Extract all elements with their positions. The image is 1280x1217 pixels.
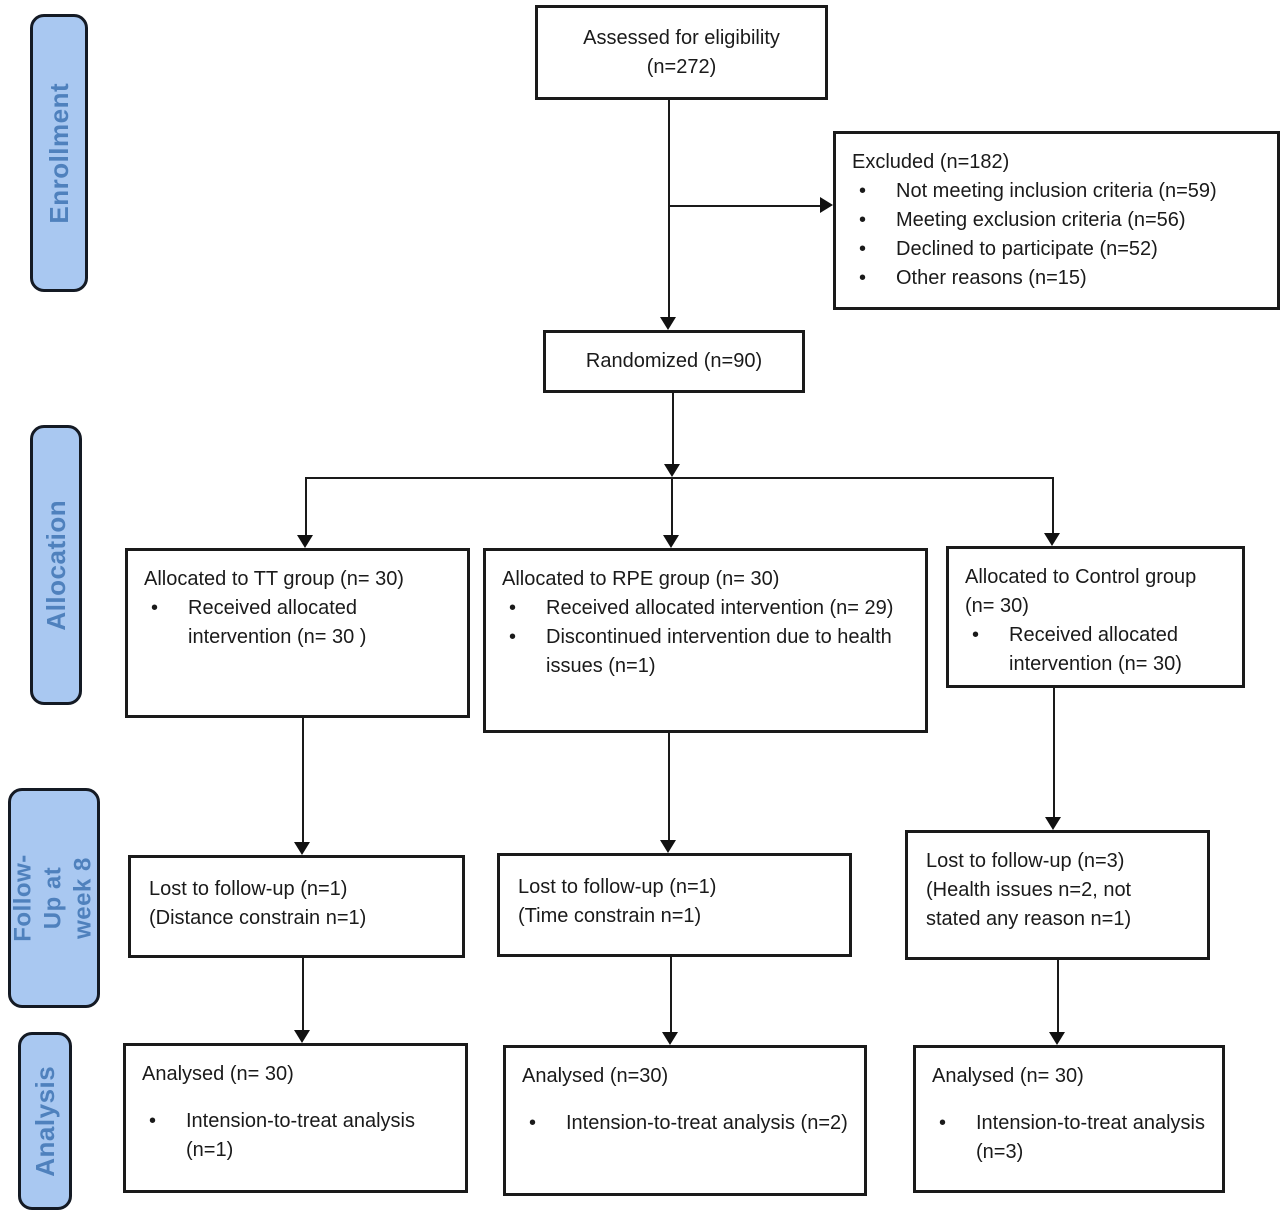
box-analysed-rpe: Analysed (n=30) • Intension-to-treat ana… bbox=[503, 1045, 867, 1196]
connector-assessed-to-randomized bbox=[668, 100, 670, 320]
split-bar bbox=[305, 477, 1053, 479]
connector-tt-to-lost bbox=[302, 718, 304, 842]
arrowhead-to-lost-tt bbox=[294, 842, 310, 855]
connector-rpe-to-lost bbox=[668, 733, 670, 840]
analysed-rpe-title: Analysed (n=30) bbox=[522, 1065, 669, 1087]
arrowhead-to-allocated-rpe bbox=[663, 535, 679, 548]
connector-randomized-to-split bbox=[672, 393, 674, 465]
connector-split-to-tt bbox=[305, 477, 307, 535]
stage-label-enrollment-text: Enrollment bbox=[43, 82, 74, 224]
arrowhead-to-excluded bbox=[820, 197, 833, 213]
analysed-tt-bullet-1: • Intension-to-treat analysis (n=1) bbox=[142, 1107, 449, 1165]
arrowhead-to-analysed-tt bbox=[294, 1030, 310, 1043]
arrowhead-to-lost-control bbox=[1045, 817, 1061, 830]
stage-label-allocation-text: Allocation bbox=[40, 499, 71, 631]
lost-rpe-line2: (Time constrain n=1) bbox=[518, 905, 702, 927]
stage-label-analysis-text: Analysis bbox=[29, 1065, 60, 1177]
lost-tt-line2: (Distance constrain n=1) bbox=[149, 907, 367, 929]
arrowhead-to-lost-rpe bbox=[660, 840, 676, 853]
box-randomized: Randomized (n=90) bbox=[543, 330, 805, 393]
excluded-bullet-2-text: Meeting exclusion criteria (n=56) bbox=[896, 209, 1186, 231]
lost-control-line2: (Health issues n=2, not stated any reaso… bbox=[926, 879, 1132, 930]
box-analysed-tt: Analysed (n= 30) • Intension-to-treat an… bbox=[123, 1043, 468, 1193]
allocated-tt-bullet-1-text: Received allocated intervention (n= 30 ) bbox=[188, 597, 367, 648]
randomized-text: Randomized (n=90) bbox=[585, 350, 763, 372]
arrowhead-to-allocated-tt bbox=[297, 535, 313, 548]
box-lost-rpe: Lost to follow-up (n=1) (Time constrain … bbox=[497, 853, 852, 957]
allocated-rpe-bullet-2: • Discontinued intervention due to healt… bbox=[502, 623, 909, 681]
box-lost-tt: Lost to follow-up (n=1) (Distance constr… bbox=[128, 855, 465, 958]
allocated-control-title: Allocated to Control group (n= 30) bbox=[965, 566, 1197, 617]
connector-lost-control-to-analysed bbox=[1057, 960, 1059, 1032]
bullet-marker: • bbox=[972, 624, 980, 646]
lost-tt-line1: Lost to follow-up (n=1) bbox=[149, 878, 348, 900]
excluded-bullet-3-text: Declined to participate (n=52) bbox=[896, 238, 1158, 260]
bullet-marker: • bbox=[509, 597, 517, 619]
allocated-rpe-title: Allocated to RPE group (n= 30) bbox=[502, 568, 780, 590]
analysed-control-title: Analysed (n= 30) bbox=[932, 1065, 1084, 1087]
analysed-control-bullet-1-text: Intension-to-treat analysis (n=3) bbox=[976, 1112, 1206, 1163]
arrowhead-to-analysed-rpe bbox=[662, 1032, 678, 1045]
lost-rpe-line1: Lost to follow-up (n=1) bbox=[518, 876, 717, 898]
stage-label-followup-text: Follow-Up at week 8 bbox=[10, 854, 98, 942]
excluded-bullet-2: • Meeting exclusion criteria (n=56) bbox=[852, 206, 1261, 235]
stage-label-allocation: Allocation bbox=[30, 425, 82, 705]
excluded-bullet-1: • Not meeting inclusion criteria (n=59) bbox=[852, 177, 1261, 206]
assessed-line1: Assessed for eligibility bbox=[583, 26, 780, 49]
box-allocated-rpe: Allocated to RPE group (n= 30) • Receive… bbox=[483, 548, 928, 733]
allocated-rpe-bullet-1-text: Received allocated intervention (n= 29) bbox=[546, 597, 894, 619]
arrowhead-to-allocated-control bbox=[1044, 533, 1060, 546]
excluded-bullet-1-text: Not meeting inclusion criteria (n=59) bbox=[896, 180, 1217, 202]
box-lost-control: Lost to follow-up (n=3) (Health issues n… bbox=[905, 830, 1210, 960]
excluded-bullet-3: • Declined to participate (n=52) bbox=[852, 235, 1261, 264]
excluded-title: Excluded (n=182) bbox=[852, 151, 1010, 173]
analysed-control-bullet-1: • Intension-to-treat analysis (n=3) bbox=[932, 1109, 1206, 1167]
allocated-control-bullet-1: • Received allocated intervention (n= 30… bbox=[965, 621, 1226, 679]
bullet-marker: • bbox=[529, 1112, 537, 1134]
analysed-rpe-bullet-1: • Intension-to-treat analysis (n=2) bbox=[522, 1109, 848, 1138]
connector-control-to-lost bbox=[1053, 688, 1055, 817]
analysed-tt-title: Analysed (n= 30) bbox=[142, 1063, 294, 1085]
arrowhead-to-split bbox=[664, 464, 680, 477]
bullet-marker: • bbox=[859, 180, 867, 202]
bullet-marker: • bbox=[151, 597, 159, 619]
stage-label-enrollment: Enrollment bbox=[30, 14, 88, 292]
arrowhead-to-randomized bbox=[660, 317, 676, 330]
excluded-bullet-4: • Other reasons (n=15) bbox=[852, 264, 1261, 293]
box-allocated-control: Allocated to Control group (n= 30) • Rec… bbox=[946, 546, 1245, 688]
stage-label-followup: Follow-Up at week 8 bbox=[8, 788, 100, 1008]
analysed-rpe-bullet-1-text: Intension-to-treat analysis (n=2) bbox=[566, 1112, 848, 1134]
analysed-tt-bullet-1-text: Intension-to-treat analysis (n=1) bbox=[186, 1110, 416, 1161]
arrowhead-to-analysed-control bbox=[1049, 1032, 1065, 1045]
connector-lost-tt-to-analysed bbox=[302, 958, 304, 1030]
allocated-rpe-bullet-1: • Received allocated intervention (n= 29… bbox=[502, 594, 909, 623]
excluded-bullet-4-text: Other reasons (n=15) bbox=[896, 267, 1087, 289]
stage-label-analysis: Analysis bbox=[18, 1032, 72, 1210]
box-excluded: Excluded (n=182) • Not meeting inclusion… bbox=[833, 131, 1280, 310]
assessed-line2: (n=272) bbox=[646, 55, 717, 78]
allocated-rpe-bullet-2-text: Discontinued intervention due to health … bbox=[546, 626, 892, 677]
connector-split-to-control bbox=[1052, 477, 1054, 533]
allocated-control-bullet-1-text: Received allocated intervention (n= 30) bbox=[1009, 624, 1182, 675]
box-analysed-control: Analysed (n= 30) • Intension-to-treat an… bbox=[913, 1045, 1225, 1193]
connector-lost-rpe-to-analysed bbox=[670, 957, 672, 1032]
bullet-marker: • bbox=[149, 1110, 157, 1132]
connector-to-excluded bbox=[669, 205, 821, 207]
bullet-marker: • bbox=[859, 267, 867, 289]
box-assessed-eligibility: Assessed for eligibility (n=272) bbox=[535, 5, 828, 100]
box-allocated-tt: Allocated to TT group (n= 30) • Received… bbox=[125, 548, 470, 718]
bullet-marker: • bbox=[859, 209, 867, 231]
connector-split-to-rpe bbox=[671, 477, 673, 535]
lost-control-line1: Lost to follow-up (n=3) bbox=[926, 850, 1125, 872]
bullet-marker: • bbox=[859, 238, 867, 260]
bullet-marker: • bbox=[509, 626, 517, 648]
allocated-tt-title: Allocated to TT group (n= 30) bbox=[144, 568, 404, 590]
bullet-marker: • bbox=[939, 1112, 947, 1134]
allocated-tt-bullet-1: • Received allocated intervention (n= 30… bbox=[144, 594, 451, 652]
